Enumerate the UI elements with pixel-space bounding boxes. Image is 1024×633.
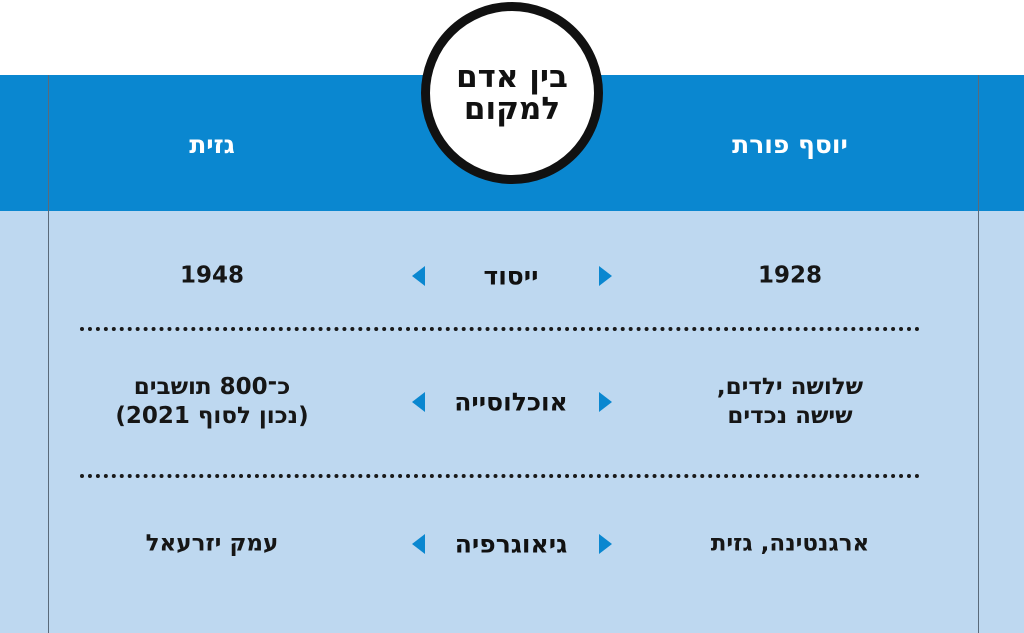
column-header-right: יוסף פורת (732, 130, 848, 159)
column-header-left: גזית (189, 130, 235, 159)
row-1-label: ייסוד (483, 261, 539, 291)
row-3-label: גיאוגרפיה (454, 529, 568, 559)
row-1-left: 1948 (179, 262, 244, 289)
dotted-divider (80, 474, 920, 478)
divider-right (978, 75, 979, 633)
row-1-right: 1928 (757, 262, 822, 289)
row-2-right: שלושה ילדים, שישה נכדים (716, 374, 864, 429)
row-2-left: כ־800 תושבים (נכון לסוף 2021) (115, 374, 309, 429)
table-body (0, 211, 1024, 633)
row-2-label: אוכלוסייה (454, 387, 568, 417)
arrow-right-icon (599, 534, 612, 554)
row-3-right: ארגנטינה, גזית (710, 530, 870, 557)
dotted-divider (80, 327, 920, 331)
arrow-right-icon (599, 266, 612, 286)
arrow-left-icon (412, 534, 425, 554)
title-badge: בין אדם למקום (421, 2, 603, 184)
title: בין אדם למקום (456, 59, 568, 127)
arrow-left-icon (412, 266, 425, 286)
divider-left (48, 75, 49, 633)
arrow-right-icon (599, 392, 612, 412)
arrow-left-icon (412, 392, 425, 412)
row-3-left: עמק יזרעאל (145, 530, 279, 557)
